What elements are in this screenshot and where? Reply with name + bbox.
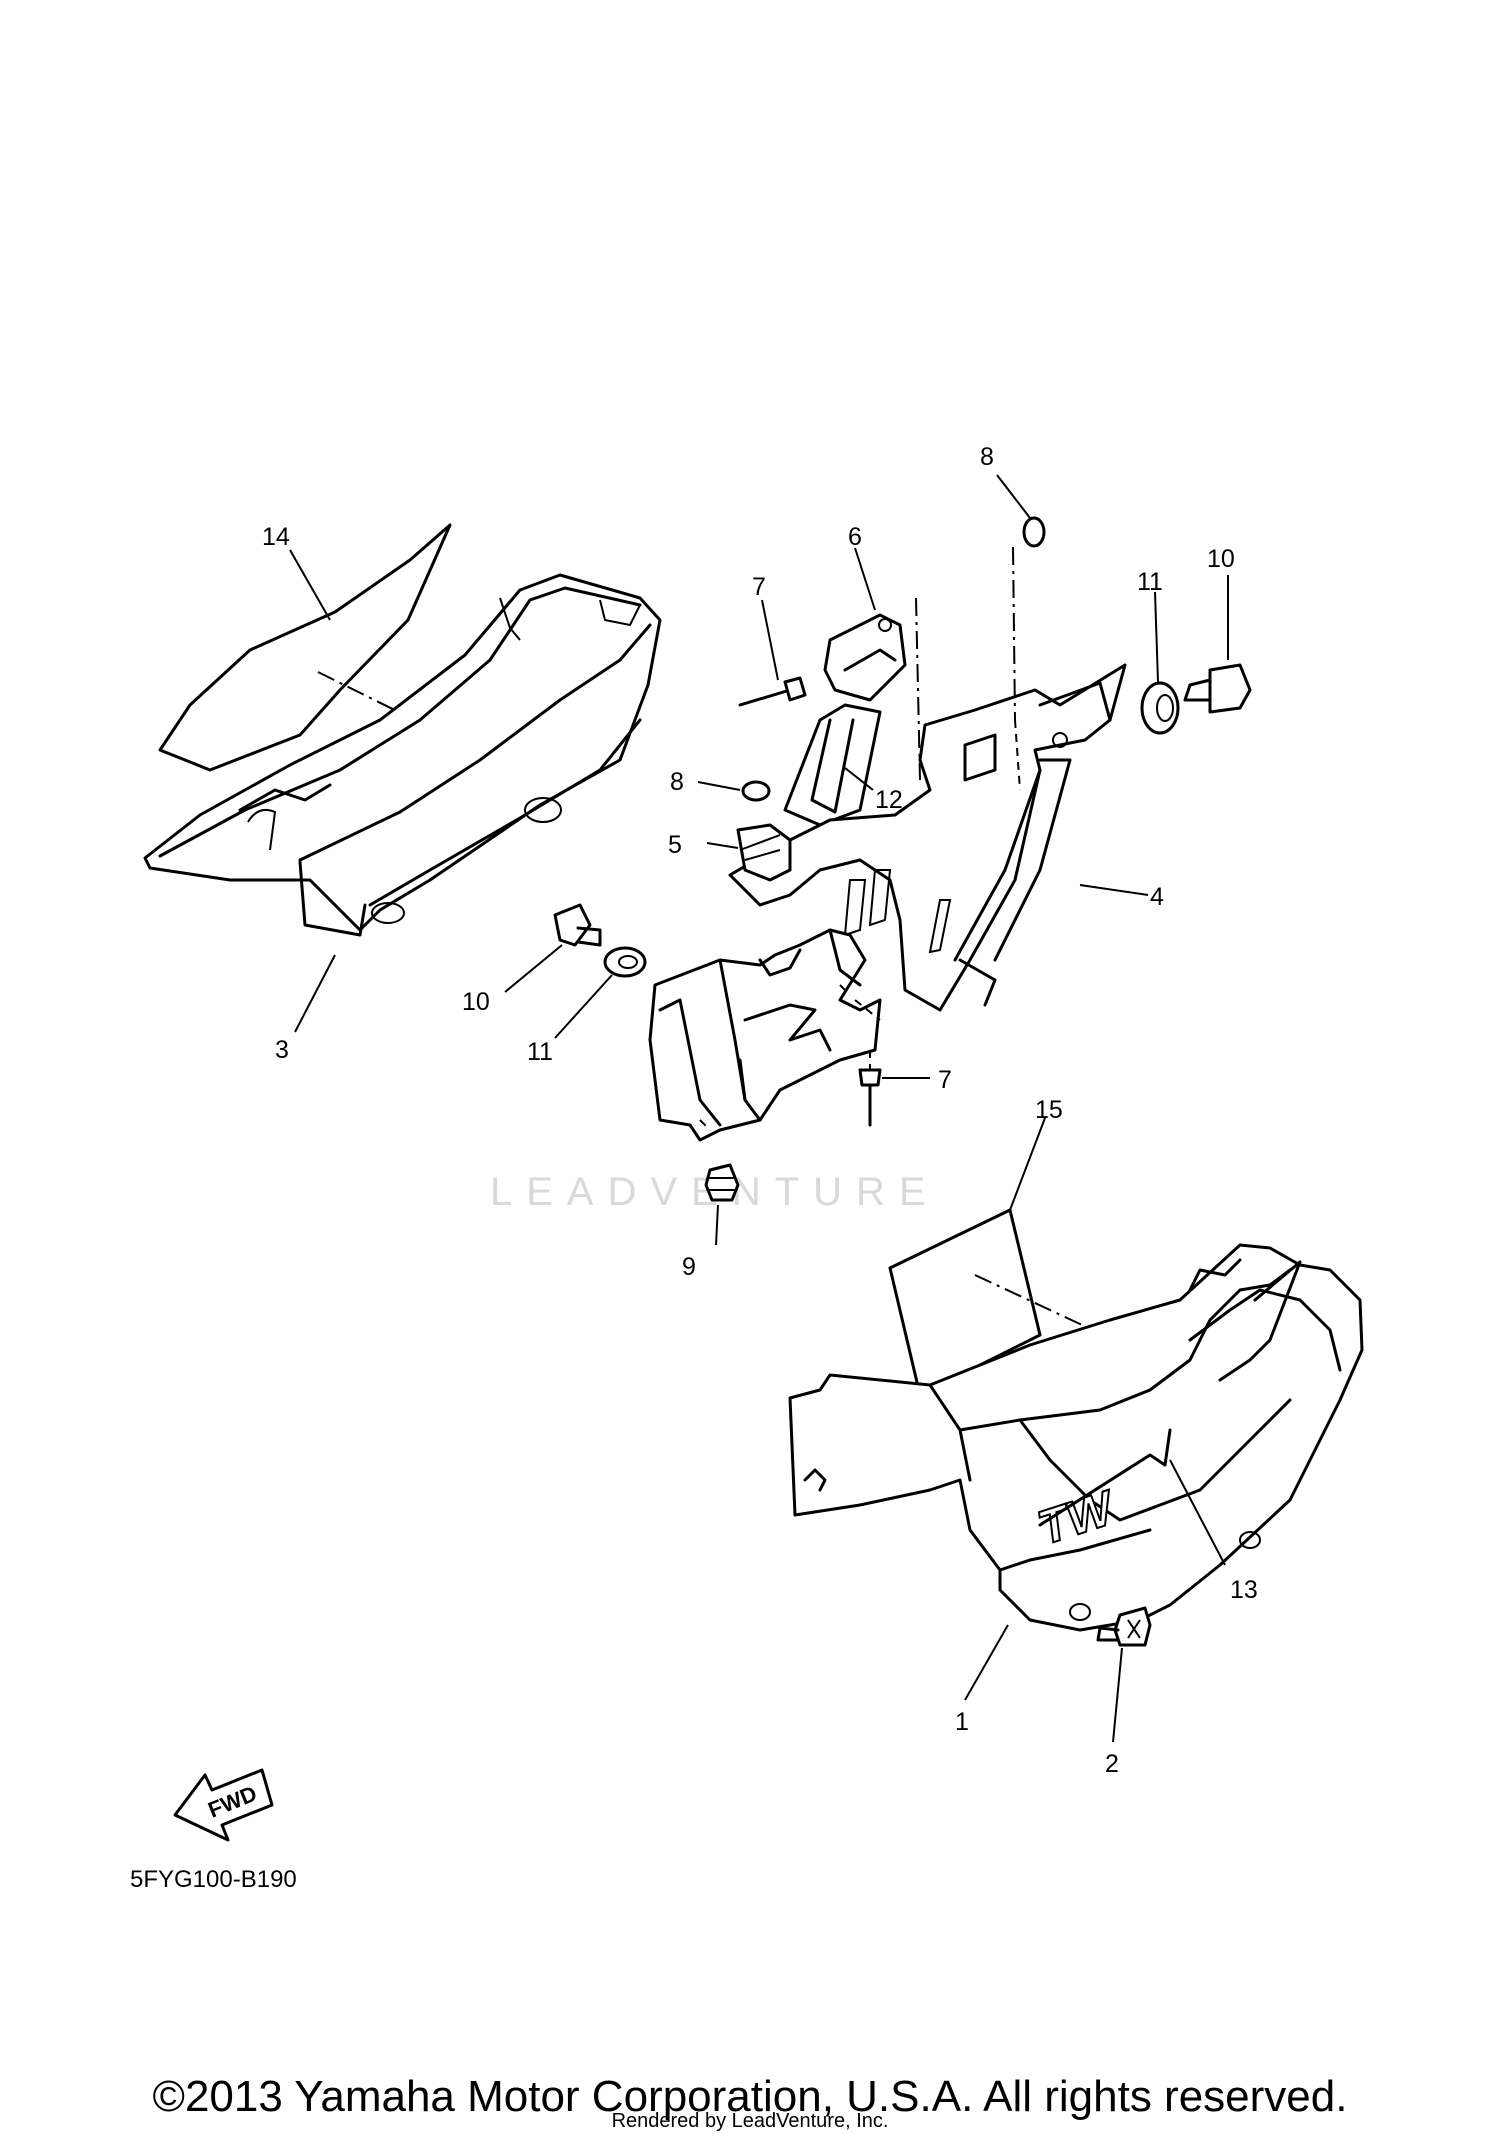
decal-15	[888, 1208, 1126, 1397]
callout-14: 14	[262, 523, 290, 551]
lower-bracket	[648, 928, 882, 1142]
fwd-arrow-icon: FWD	[173, 1768, 274, 1842]
callout-12: 12	[875, 786, 903, 814]
callout-7-upper: 7	[752, 573, 766, 601]
callout-13: 13	[1230, 1576, 1258, 1604]
decal-14	[158, 523, 452, 772]
callout-8-lower: 8	[670, 768, 684, 796]
callout-11-left: 11	[527, 1038, 553, 1066]
diagram-code: 5FYG100-B190	[130, 1866, 297, 1893]
bolt-10-left	[553, 903, 602, 947]
callout-6: 6	[848, 523, 862, 551]
callout-4: 4	[1150, 883, 1164, 911]
callout-3: 3	[275, 1036, 289, 1064]
grommet-9	[704, 1163, 740, 1202]
callout-11-right: 11	[1137, 568, 1163, 596]
callout-5: 5	[668, 831, 682, 859]
side-panel-4	[728, 663, 1127, 1012]
callout-9: 9	[682, 1253, 696, 1281]
bracket-6	[823, 613, 907, 702]
screw-2	[1096, 1606, 1152, 1647]
washer-8-lower	[741, 780, 771, 802]
grommet-11-left	[603, 946, 647, 978]
left-side-cover-3	[143, 573, 662, 937]
clip-5	[736, 823, 792, 882]
rendered-by-text: Rendered by LeadVenture, Inc.	[611, 2110, 889, 2132]
leader-lines	[289, 474, 1229, 1743]
callout-8-upper: 8	[980, 443, 994, 471]
copyright-text: ©2013 Yamaha Motor Corporation, U.S.A. A…	[152, 2072, 1348, 2121]
callout-2: 2	[1105, 1750, 1119, 1778]
rivet-7-lower	[858, 1068, 882, 1127]
rivet-7-upper	[738, 676, 807, 707]
callout-1: 1	[955, 1708, 969, 1736]
bolt-10-right	[1183, 663, 1252, 714]
callout-10-right: 10	[1207, 545, 1235, 573]
callout-7-lower: 7	[938, 1066, 952, 1094]
band-12	[783, 703, 882, 827]
right-side-cover-1: TW	[788, 1243, 1364, 1632]
callout-15: 15	[1035, 1096, 1063, 1124]
callout-10-left: 10	[462, 988, 490, 1016]
washer-8-upper	[1022, 516, 1046, 548]
grommet-11-right	[1140, 681, 1180, 735]
